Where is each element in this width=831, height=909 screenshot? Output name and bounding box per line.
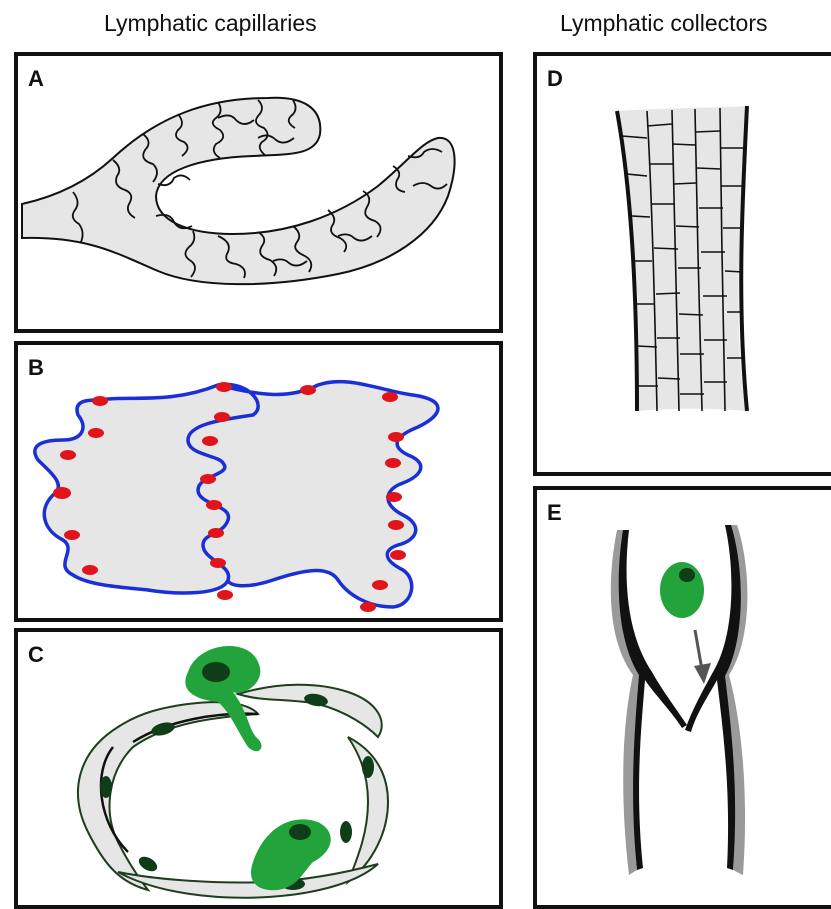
- collector-zipper-diagram: [537, 56, 831, 472]
- collector-valve-diagram: [537, 490, 831, 905]
- capillary-cross-section-diagram: [18, 632, 499, 909]
- capillary-vessel-outline: [22, 98, 455, 284]
- flow-arrow: [694, 630, 711, 684]
- immune-cell-top: [185, 646, 261, 751]
- lymphocyte: [660, 562, 704, 618]
- panel-b: B: [14, 341, 503, 622]
- panel-a: A: [14, 52, 503, 333]
- panel-e: E: [533, 486, 831, 909]
- button-junction-diagram: [18, 345, 499, 618]
- heading-lymphatic-collectors: Lymphatic collectors: [560, 10, 768, 37]
- panel-c: C: [14, 628, 503, 909]
- capillary-oak-leaf-diagram: [18, 56, 499, 329]
- heading-lymphatic-capillaries: Lymphatic capillaries: [104, 10, 317, 37]
- panel-d: D: [533, 52, 831, 476]
